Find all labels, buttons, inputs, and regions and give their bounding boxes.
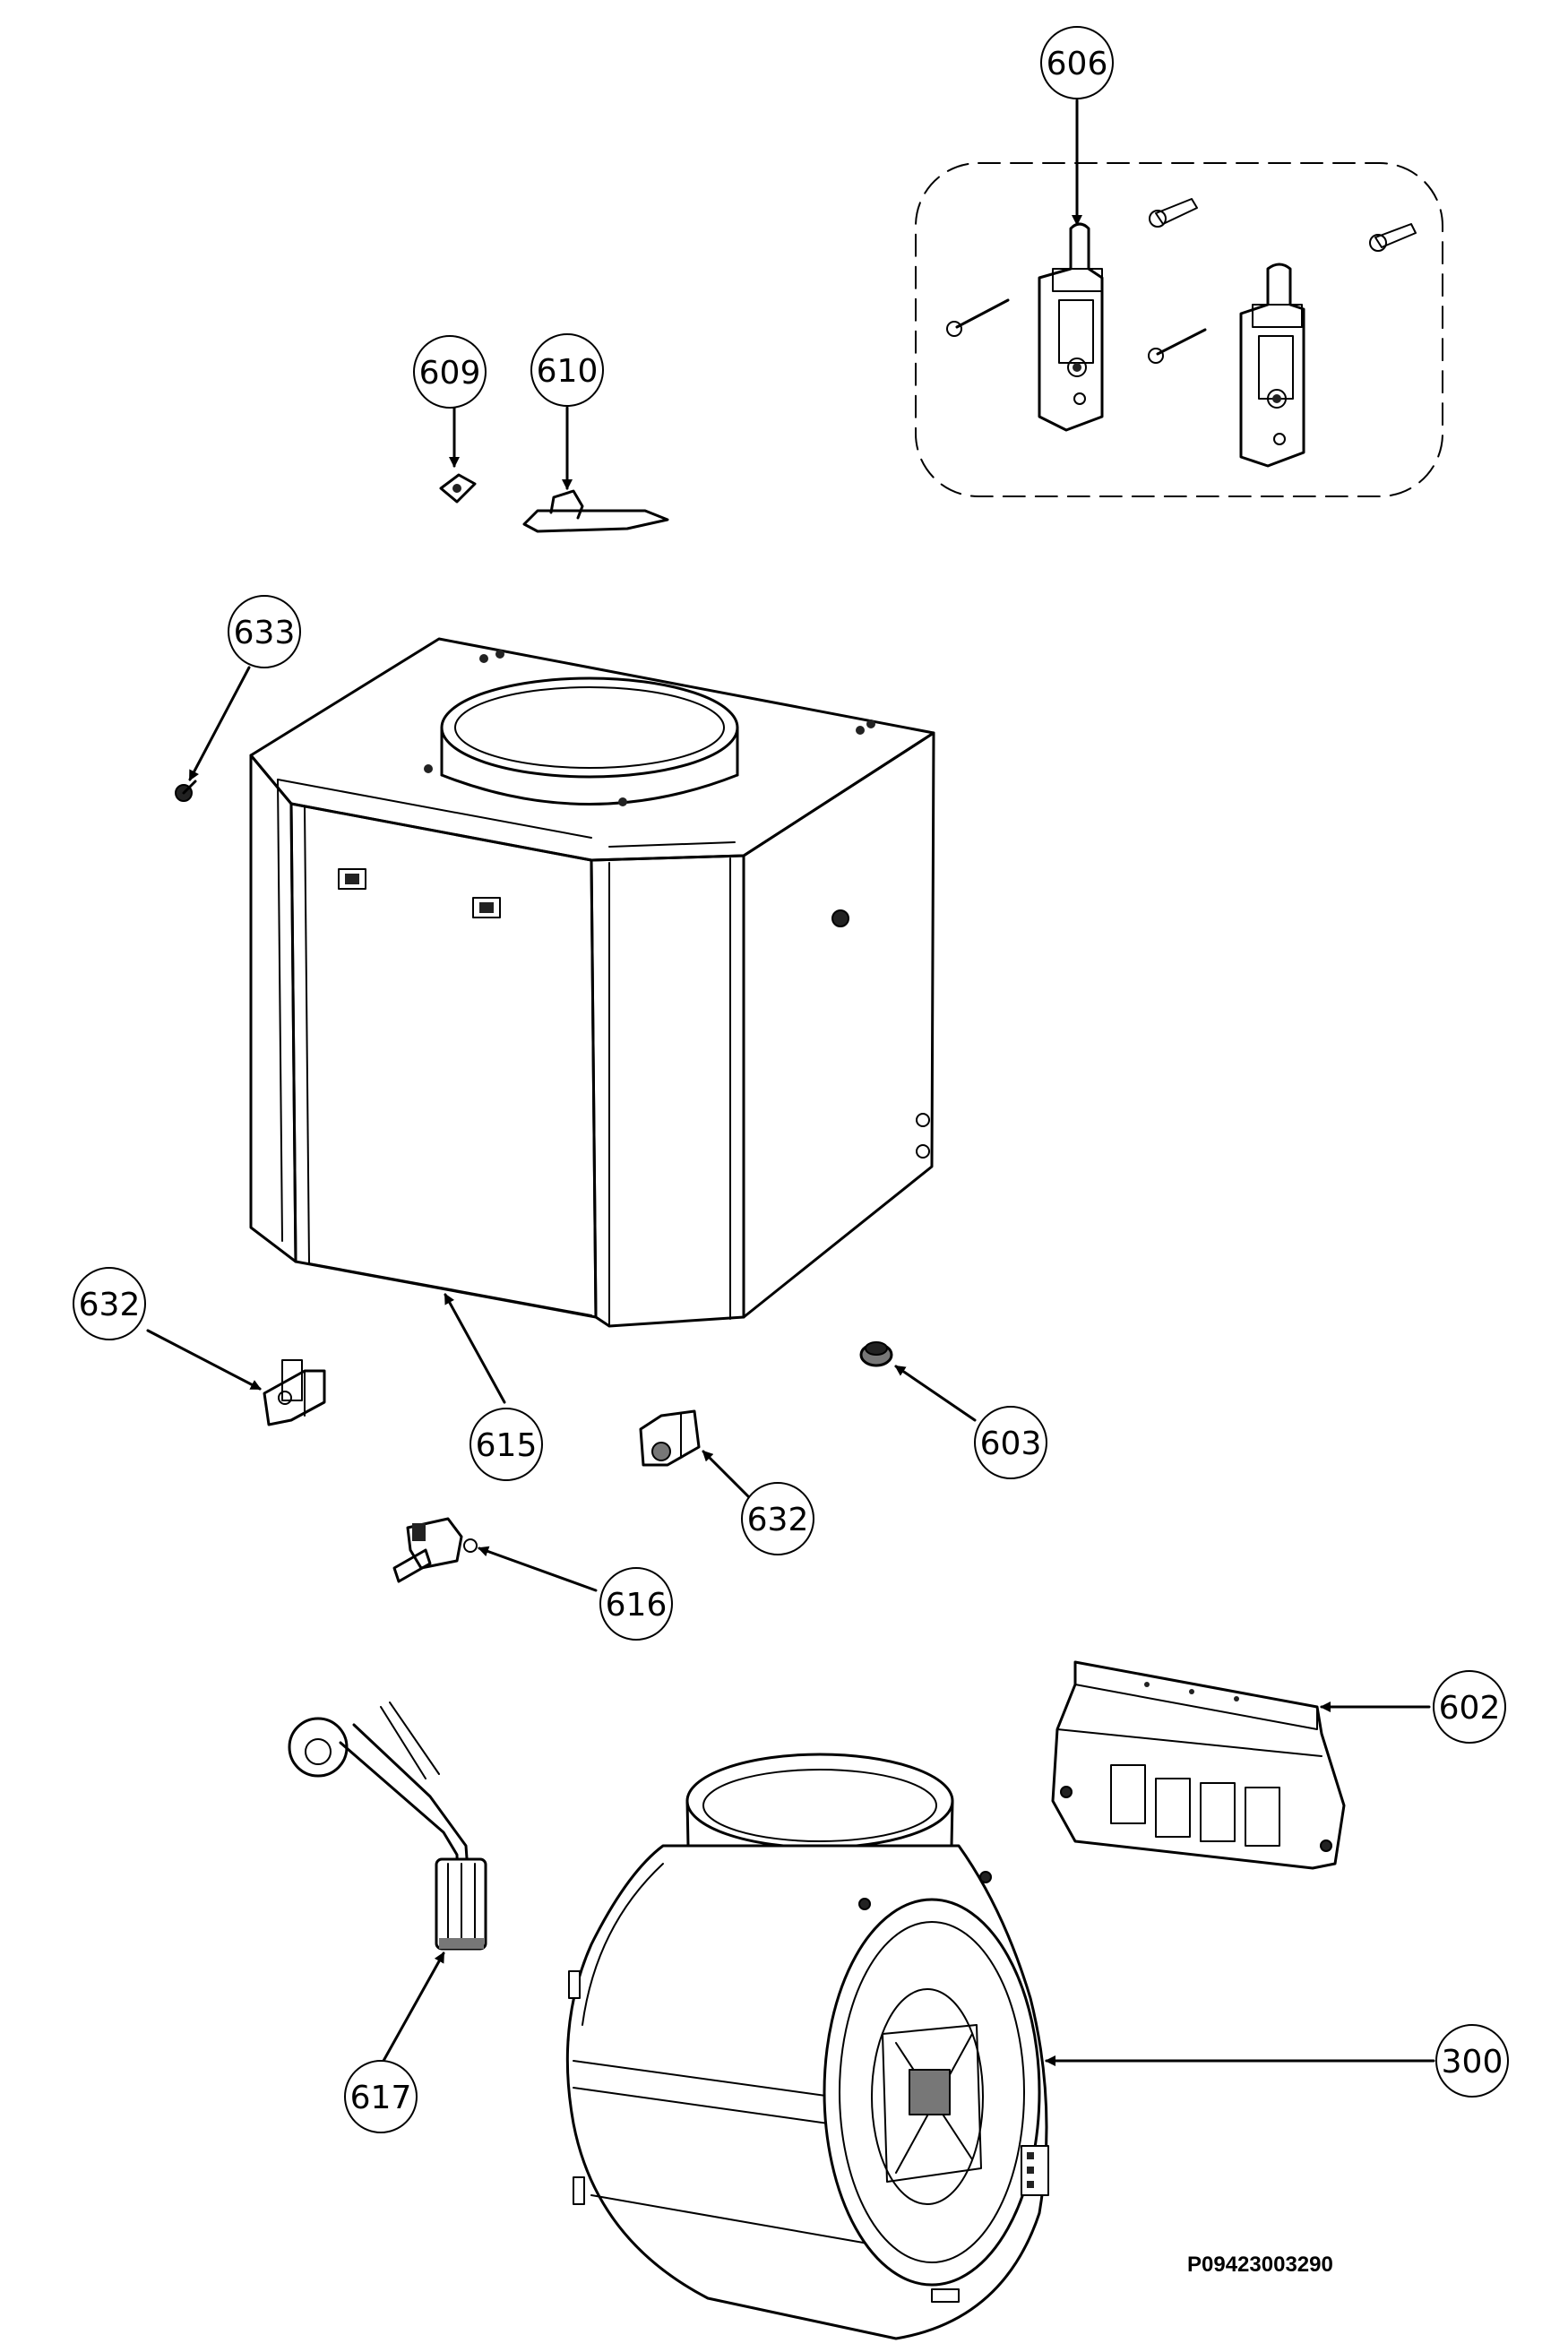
svg-text:300: 300 <box>1442 2044 1503 2081</box>
part-616-switch <box>392 1517 478 1583</box>
part-602-plate <box>1051 1660 1346 1870</box>
svg-text:617: 617 <box>350 2080 412 2116</box>
wall-bracket-left <box>1038 222 1104 432</box>
mounting-kit-group <box>915 162 1443 497</box>
callout-609: 609 <box>413 335 487 409</box>
svg-text:616: 616 <box>606 1587 668 1624</box>
callout-300: 300 <box>1435 2024 1509 2098</box>
callout-610: 610 <box>530 333 604 407</box>
part-632-bracket-left <box>263 1359 326 1426</box>
callout-616: 616 <box>599 1567 673 1641</box>
callout-615: 615 <box>470 1408 543 1481</box>
callout-617: 617 <box>344 2060 418 2133</box>
part-300-blower <box>565 1753 1049 2340</box>
callout-633: 633 <box>228 595 301 668</box>
document-id: P09423003290 <box>1187 2253 1333 2277</box>
svg-text:609: 609 <box>419 355 481 392</box>
callout-602: 602 <box>1433 1670 1506 1744</box>
part-632-bracket-center <box>639 1409 701 1467</box>
svg-text:602: 602 <box>1439 1690 1501 1727</box>
callout-632-left: 632 <box>73 1267 146 1340</box>
part-615-housing <box>249 637 935 1328</box>
screw-left <box>946 298 1010 337</box>
callout-606: 606 <box>1040 26 1114 99</box>
callout-603: 603 <box>974 1406 1047 1479</box>
svg-text:632: 632 <box>747 1502 809 1538</box>
svg-text:632: 632 <box>79 1287 141 1323</box>
svg-text:603: 603 <box>980 1426 1042 1462</box>
callout-632-center: 632 <box>741 1482 814 1555</box>
part-633-screw <box>175 780 197 802</box>
wall-plug-top <box>1149 198 1198 228</box>
part-617-capacitor <box>288 1702 487 1951</box>
svg-text:610: 610 <box>537 353 599 390</box>
wall-bracket-right <box>1239 263 1305 468</box>
part-603-grommet <box>859 1341 893 1367</box>
wall-plug-right <box>1369 223 1417 252</box>
svg-text:606: 606 <box>1047 46 1108 82</box>
svg-text:633: 633 <box>234 615 296 651</box>
screw-middle <box>1148 328 1207 364</box>
part-609-clip <box>439 473 477 504</box>
svg-text:615: 615 <box>476 1427 538 1464</box>
part-610-bracket <box>522 489 669 533</box>
